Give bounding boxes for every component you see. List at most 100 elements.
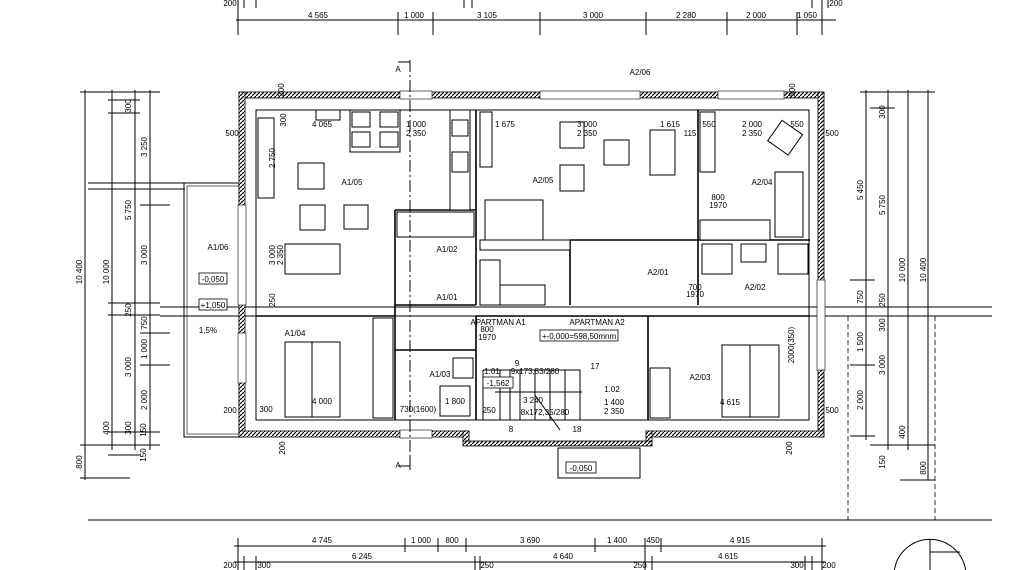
dim-text: 1 800 bbox=[445, 397, 466, 406]
dim-text: 6 245 bbox=[352, 552, 373, 561]
dim-text: 3 000 bbox=[878, 354, 887, 375]
dim-text: 550 bbox=[790, 120, 804, 129]
slope-text: 1,5% bbox=[199, 326, 217, 335]
dim-text: 300 bbox=[878, 105, 887, 119]
room-label: A2/03 bbox=[690, 373, 711, 382]
dim-text: 200 bbox=[223, 561, 237, 570]
dim-text: 450 bbox=[646, 536, 660, 545]
room-label: A1/05 bbox=[342, 178, 363, 187]
dim-text: 750 bbox=[856, 290, 865, 304]
stair-text: 8x172,35/280 bbox=[521, 408, 570, 417]
dim-text: 2 350 bbox=[577, 129, 598, 138]
room-label: A2/04 bbox=[752, 178, 773, 187]
dim-text: 250 bbox=[482, 406, 496, 415]
dim-text: 2 350 bbox=[406, 129, 427, 138]
dim-text: 200 bbox=[223, 0, 237, 8]
level-box-entrance bbox=[565, 461, 597, 474]
door-size: 800 bbox=[711, 193, 725, 202]
stair-text: 18 bbox=[573, 425, 582, 434]
dim-text: 800 bbox=[445, 536, 459, 545]
dim-text: 4 745 bbox=[312, 536, 333, 545]
dim-text: 4 915 bbox=[730, 536, 751, 545]
dim-text: 800 bbox=[75, 455, 84, 469]
outer-walls bbox=[237, 90, 826, 447]
dim-text: 3 690 bbox=[520, 536, 541, 545]
stair-text: 9x173,53/280 bbox=[511, 367, 560, 376]
stair-text: 17 bbox=[591, 362, 600, 371]
dim-text: 1 000 bbox=[406, 120, 427, 129]
dim-text: 115 bbox=[684, 129, 697, 138]
stair-text: 3 240 bbox=[523, 396, 544, 405]
dim-text: 500 bbox=[825, 129, 839, 138]
dim-text: 10 400 bbox=[75, 259, 84, 284]
dim-text: 150 bbox=[878, 455, 887, 469]
dim-text: 250 bbox=[268, 293, 277, 307]
door-size: 700 bbox=[688, 283, 702, 292]
room-label: A2/05 bbox=[533, 176, 554, 185]
bottom-dimension-chain bbox=[234, 538, 826, 570]
dim-text: 5 750 bbox=[878, 194, 887, 215]
dim-text: 300 bbox=[279, 113, 288, 127]
dim-text: 300 bbox=[124, 99, 133, 113]
dim-text: 200 bbox=[785, 441, 794, 455]
stair-label: 1.01 bbox=[484, 367, 500, 376]
dim-text: 2 350 bbox=[742, 129, 763, 138]
level-box-balcony bbox=[198, 272, 228, 285]
level-text: -0,050 bbox=[570, 464, 593, 473]
dim-text: 300 bbox=[257, 561, 271, 570]
dim-text: 500 bbox=[788, 83, 797, 97]
dim-text: 200 bbox=[277, 83, 286, 97]
dim-text: 2 000 bbox=[140, 389, 149, 410]
dim-text: 400 bbox=[102, 421, 111, 435]
dim-text: 550 bbox=[702, 120, 716, 129]
dim-text: 10 000 bbox=[898, 257, 907, 282]
level-text: +-0,000=598,50mnm bbox=[542, 332, 617, 341]
dim-text: 1 615 bbox=[660, 120, 681, 129]
room-label: A1/02 bbox=[437, 245, 458, 254]
dim-text: 2 000 bbox=[746, 11, 767, 20]
furniture bbox=[257, 109, 809, 419]
room-label: A2/06 bbox=[630, 68, 651, 77]
dim-text: 250 bbox=[633, 561, 647, 570]
level-text: +1,050 bbox=[201, 301, 226, 310]
door-size: 1970 bbox=[709, 201, 727, 210]
dim-text: 4 615 bbox=[718, 552, 739, 561]
dim-text: 3 000 bbox=[140, 244, 149, 265]
level-box-balcony-upper bbox=[198, 298, 228, 311]
dim-text: 200 bbox=[278, 441, 287, 455]
level-box-landing bbox=[482, 376, 514, 389]
dim-text: 2 000 bbox=[856, 389, 865, 410]
dim-text: 3 105 bbox=[477, 11, 498, 20]
dim-text: 1 050 bbox=[797, 11, 818, 20]
door-size: 1970 bbox=[478, 333, 496, 342]
dim-text: 2000(350) bbox=[787, 326, 796, 363]
dim-text: 250 bbox=[480, 561, 494, 570]
dim-text: 4 640 bbox=[553, 552, 574, 561]
dim-text: 200 bbox=[223, 406, 237, 415]
dim-text: 300 bbox=[790, 561, 804, 570]
dim-text: 730(1600) bbox=[400, 405, 437, 414]
dim-text: 1 000 bbox=[140, 338, 149, 359]
top-dimension-chain bbox=[236, 0, 836, 35]
dim-text: 2 280 bbox=[676, 11, 697, 20]
section-marker: A bbox=[395, 65, 401, 74]
dim-text: 10 400 bbox=[919, 257, 928, 282]
stair-text: 9 bbox=[515, 359, 520, 368]
room-label: A2/01 bbox=[648, 268, 669, 277]
dim-text: 300 bbox=[259, 405, 273, 414]
left-dimension-chain bbox=[80, 90, 185, 480]
section-marker: A bbox=[395, 461, 401, 470]
dim-text: 1 000 bbox=[404, 11, 425, 20]
door-size: 800 bbox=[480, 325, 494, 334]
dim-text: 3 000 bbox=[577, 120, 598, 129]
room-label: A1/01 bbox=[437, 293, 458, 302]
dim-text: 4 615 bbox=[720, 398, 741, 407]
dim-text: 2 350 bbox=[276, 244, 285, 265]
dim-text: 1 000 bbox=[411, 536, 432, 545]
right-dimension-chain bbox=[847, 90, 936, 520]
stair-text: 8 bbox=[509, 425, 514, 434]
dim-text: 3 000 bbox=[583, 11, 604, 20]
stair-label: 1.02 bbox=[604, 385, 620, 394]
dim-text: 4 565 bbox=[308, 11, 329, 20]
